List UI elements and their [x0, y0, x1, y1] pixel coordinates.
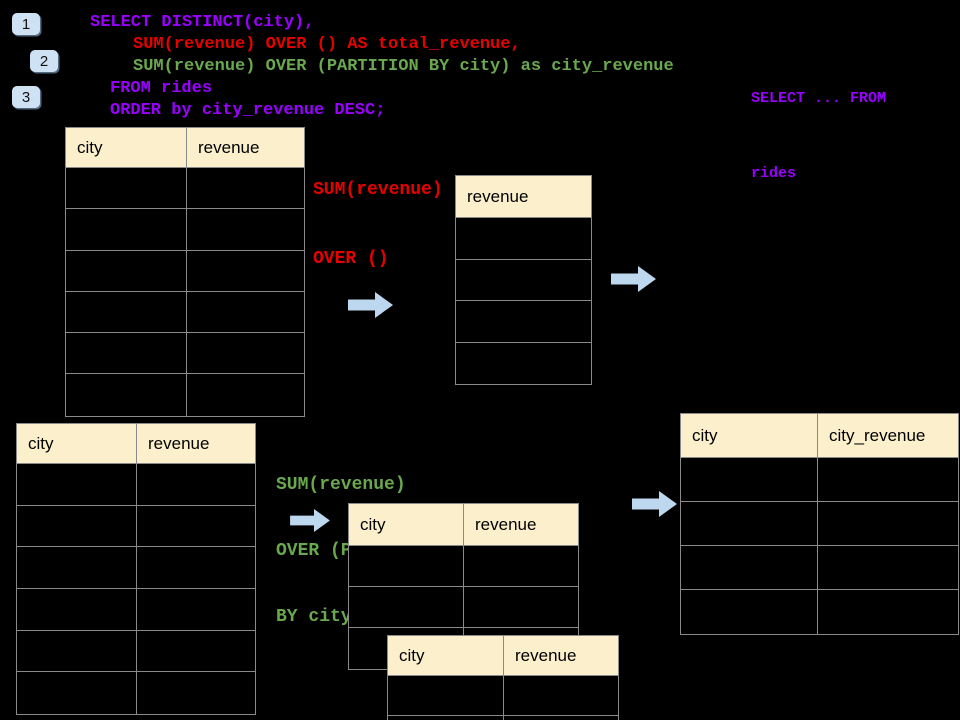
- sql-line-from: FROM rides: [110, 79, 213, 98]
- empty-cell: [818, 546, 958, 589]
- empty-cell: [137, 672, 255, 715]
- annotation-line: SUM(revenue): [313, 180, 443, 200]
- table-partition-result: city city_revenue: [680, 413, 959, 635]
- empty-cell: [17, 505, 137, 547]
- empty-cell: [66, 168, 187, 209]
- total-revenue-annotation: SUM(revenue) OVER (): [313, 133, 443, 317]
- empty-cell: [137, 547, 255, 589]
- column-header-city: city: [681, 414, 818, 457]
- empty-cell: [464, 587, 578, 627]
- empty-cell: [137, 464, 255, 505]
- empty-cell: [66, 291, 187, 333]
- sql-line-select: SELECT DISTINCT(city),: [90, 13, 315, 32]
- empty-cell: [681, 502, 818, 545]
- annotation-line: SUM(revenue): [276, 475, 406, 495]
- right-arrow-icon: [632, 491, 677, 517]
- empty-cell: [187, 333, 304, 374]
- step-badge-1: 1: [12, 13, 40, 35]
- right-arrow-icon: [290, 509, 330, 532]
- right-arrow-icon: [348, 292, 393, 318]
- empty-cell: [388, 716, 504, 720]
- empty-cell: [681, 458, 818, 501]
- empty-cell: [17, 672, 137, 715]
- empty-cell: [349, 587, 464, 627]
- empty-cell: [137, 630, 255, 672]
- empty-cell: [66, 374, 187, 416]
- side-note: SELECT ... FROM rides: [751, 36, 886, 236]
- column-header-revenue: revenue: [187, 128, 304, 167]
- empty-cell: [456, 259, 591, 300]
- empty-cell: [681, 546, 818, 589]
- empty-cell: [17, 589, 137, 630]
- empty-cell: [349, 546, 464, 586]
- column-header-city-revenue: city_revenue: [818, 414, 958, 457]
- empty-cell: [17, 547, 137, 589]
- empty-cell: [504, 676, 618, 715]
- right-arrow-icon: [611, 266, 656, 292]
- annotation-line: OVER (): [313, 249, 389, 269]
- step-badge-2: 2: [30, 50, 58, 72]
- column-header-city: city: [66, 128, 187, 167]
- column-header-revenue: revenue: [137, 424, 255, 463]
- empty-cell: [66, 209, 187, 250]
- empty-cell: [187, 374, 304, 416]
- empty-cell: [818, 502, 958, 545]
- column-header-revenue: revenue: [464, 504, 578, 545]
- empty-cell: [456, 301, 591, 342]
- sql-line-city-revenue: SUM(revenue) OVER (PARTITION BY city) as…: [133, 57, 674, 76]
- side-note-line: SELECT ... FROM: [751, 90, 887, 107]
- empty-cell: [17, 630, 137, 672]
- empty-cell: [681, 590, 818, 634]
- empty-cell: [66, 250, 187, 291]
- column-header-revenue: revenue: [504, 636, 618, 675]
- empty-cell: [187, 250, 304, 291]
- table-source-bottom: city revenue: [16, 423, 256, 716]
- empty-cell: [187, 209, 304, 250]
- column-header-revenue: revenue: [456, 176, 591, 217]
- empty-cell: [17, 464, 137, 505]
- sql-line-total-revenue: SUM(revenue) OVER () AS total_revenue,: [133, 35, 521, 54]
- column-header-city: city: [17, 424, 137, 463]
- column-header-city: city: [349, 504, 464, 545]
- empty-cell: [504, 716, 618, 720]
- empty-cell: [456, 218, 591, 259]
- side-note-line: rides: [751, 165, 797, 182]
- empty-cell: [456, 342, 591, 384]
- empty-cell: [464, 546, 578, 586]
- empty-cell: [66, 333, 187, 374]
- empty-cell: [187, 291, 304, 333]
- empty-cell: [187, 168, 304, 209]
- empty-cell: [818, 458, 958, 501]
- empty-cell: [818, 590, 958, 634]
- empty-cell: [388, 676, 504, 715]
- sql-line-order-by: ORDER by city_revenue DESC;: [110, 101, 386, 120]
- empty-cell: [137, 505, 255, 547]
- step-badge-3: 3: [12, 86, 40, 108]
- table-total-revenue-result: revenue: [455, 175, 592, 385]
- empty-cell: [137, 589, 255, 630]
- table-source-top: city revenue: [65, 127, 305, 417]
- column-header-city: city: [388, 636, 504, 675]
- table-partition-overlay: city revenue: [387, 635, 619, 720]
